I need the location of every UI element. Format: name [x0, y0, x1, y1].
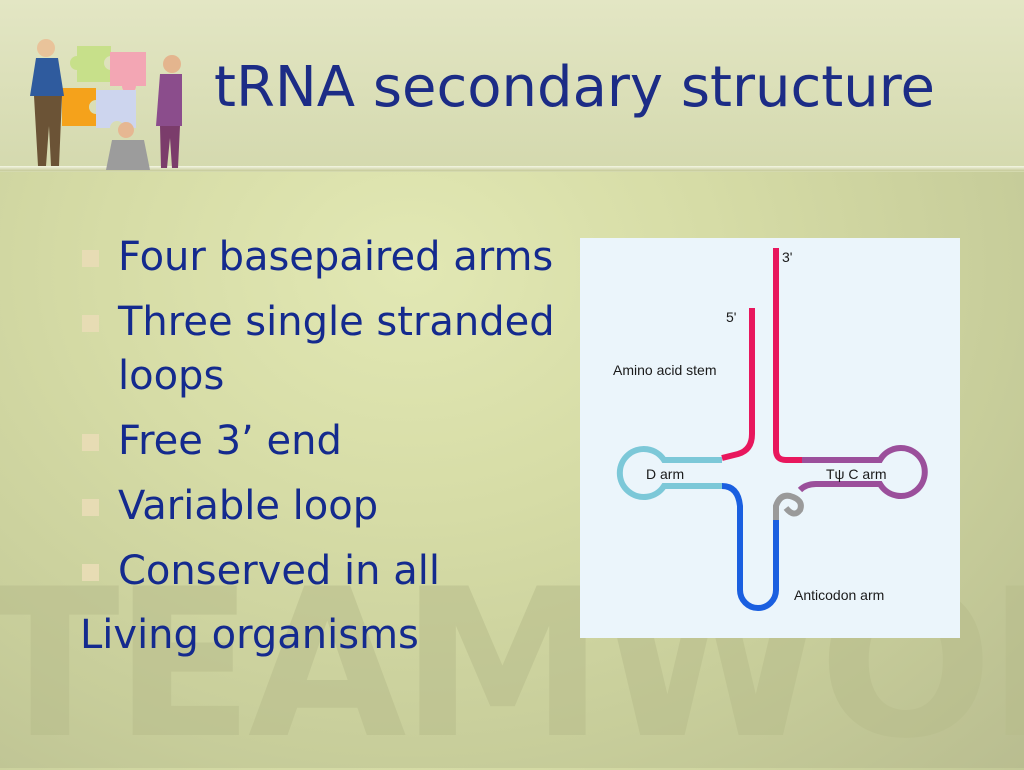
bullet-square-icon: [82, 564, 99, 581]
three-prime-label: 3': [782, 249, 792, 265]
d-arm: [616, 446, 722, 500]
anticodon-arm: [721, 483, 779, 611]
tpsic-arm-label: Tψ C arm: [826, 466, 887, 482]
title-divider: [0, 166, 1024, 171]
bullet-list: Four basepaired arms Three single strand…: [80, 230, 560, 609]
continuation-text: Living organisms: [80, 612, 419, 658]
bullet-text: Three single stranded loops: [118, 299, 555, 399]
teamwork-puzzle-people-icon: [22, 26, 182, 170]
bullet-square-icon: [82, 315, 99, 332]
bullet-text: Variable loop: [118, 483, 379, 529]
amino-acid-stem-label: Amino acid stem: [613, 362, 716, 378]
trna-diagram: 3' 5' Amino acid stem D arm Tψ C arm Ant…: [580, 238, 960, 638]
bullet-item: Variable loop: [80, 479, 560, 533]
bullet-square-icon: [82, 499, 99, 516]
d-arm-label: D arm: [646, 466, 684, 482]
bullet-text: Free 3’ end: [118, 418, 342, 464]
bullet-text: Four basepaired arms: [118, 234, 554, 280]
variable-loop: [773, 492, 804, 520]
five-prime-label: 5': [726, 309, 736, 325]
slide-title: tRNA secondary structure: [214, 55, 935, 120]
bullet-square-icon: [82, 434, 99, 451]
acceptor-stem-5prime-strand: [721, 308, 755, 461]
bullet-square-icon: [82, 250, 99, 267]
tpsic-arm: [797, 445, 928, 499]
bullet-text: Conserved in all: [118, 548, 440, 594]
bullet-item: Four basepaired arms: [80, 230, 560, 284]
bullet-item: Conserved in all: [80, 544, 560, 598]
bullet-item: Free 3’ end: [80, 414, 560, 468]
anticodon-arm-label: Anticodon arm: [794, 587, 884, 603]
bullet-item: Three single stranded loops: [80, 295, 560, 403]
acceptor-stem-3prime-strand: [773, 248, 802, 463]
